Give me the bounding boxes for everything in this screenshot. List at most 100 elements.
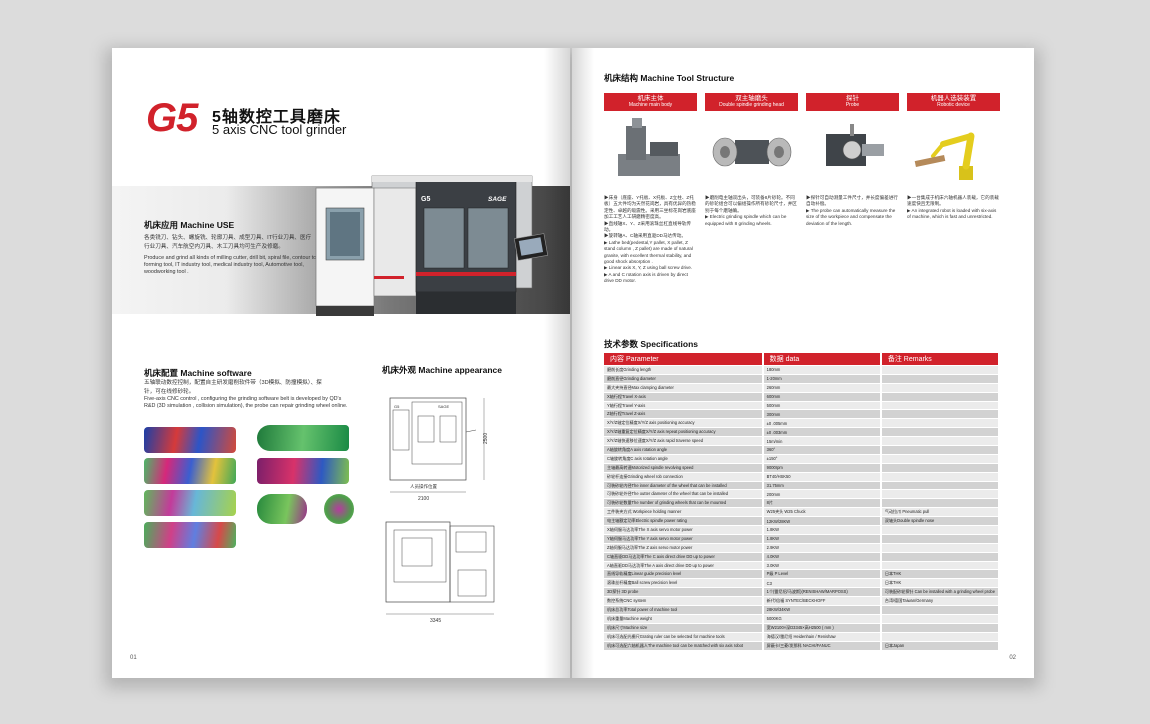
main-body-desc: ▶床身（底座、Y托板、X托板、Z立柱、Z托板）五大件均为天然花岗岩，具有优异的热…: [604, 195, 696, 284]
spec-cell-parameter: C轴旋转角度C axis rotation angle: [604, 454, 764, 463]
spec-cell-remarks: [881, 463, 1000, 472]
robot-desc: ▶一台集成于机床六轴机器人装载，它的装载速度快且无限制。 ▶ An integr…: [907, 195, 999, 220]
spec-cell-remarks: [881, 526, 1000, 534]
structure-probe: 探针 Probe ▶探针可自动测量工件尺寸，并长度偏差进行自动补偿。 ▶ The…: [806, 93, 899, 227]
spec-cell-parameter: 机床重量Machine weight: [604, 614, 764, 623]
product-title-en: 5 axis CNC tool grinder: [212, 122, 347, 137]
spec-cell-parameter: X轴伺服马达功率The X axis servo motor power: [604, 526, 764, 534]
spec-row: A轴直驱DD马达功率The A axis direct drive DD up …: [604, 561, 1000, 570]
spec-row: C轴直驱DD马达功率The C axis direct drive DD up …: [604, 552, 1000, 561]
spec-cell-parameter: 机床总功率Total power of machine tool: [604, 606, 764, 614]
machine-brand: SAGE: [488, 196, 507, 203]
spec-cell-remarks: [881, 472, 1000, 481]
spec-cell-data: 28KW/34KW: [763, 606, 882, 614]
tool-render-6: [257, 494, 307, 524]
spec-cell-remarks: 日本THK: [881, 570, 1000, 579]
spec-cell-parameter: 机床尺寸Machine size: [604, 623, 764, 632]
spec-cell-data: BT40/HSK50: [763, 472, 882, 481]
spec-row: 可装砂轮内径The inner diameter of the wheel th…: [604, 481, 1000, 490]
spec-cell-remarks: 可装配砂轮探针 Can be installed with a grinding…: [881, 588, 1000, 597]
spec-cell-remarks: [881, 614, 1000, 623]
spec-cell-data: 300mm: [763, 410, 882, 419]
spec-cell-parameter: 数控系统CNC system: [604, 597, 764, 606]
spec-cell-remarks: [881, 561, 1000, 570]
machine-badge: G5: [421, 196, 430, 203]
spec-cell-data: 15m/min: [763, 437, 882, 446]
spec-row: X/Y/Z轴快速移位速度X/Y/Z axis rapid traverse sp…: [604, 437, 1000, 446]
spec-cell-remarks: [881, 490, 1000, 499]
spec-cell-parameter: 磨削直径Grinding diameter: [604, 374, 764, 383]
spec-row: 机床可选配光栅尺Grating ruler can be selected fo…: [604, 632, 1000, 641]
spec-cell-remarks: [881, 410, 1000, 419]
spec-cell-data: 600mm: [763, 392, 882, 401]
structure-title-cn: 探针: [846, 95, 859, 102]
spec-cell-remarks: [881, 543, 1000, 552]
spec-cell-remarks: [881, 446, 1000, 454]
spec-cell-data: 1-20mm: [763, 374, 882, 383]
left-page: G5 5轴数控工具磨床 5 axis CNC tool grinder 机床应用…: [112, 48, 570, 678]
spec-cell-data: 海德汉/雷尼绍 Heidenhain / Renishaw: [763, 632, 882, 641]
spec-cell-data: 新代/倍福 SYNTEC/BECKHOFF: [763, 597, 882, 606]
operator-label: 人员操作位置: [410, 483, 437, 490]
spec-cell-remarks: 双轴头Double spindle nose: [881, 517, 1000, 526]
spec-row: 可装砂轮外径The outter diameter of the wheel t…: [604, 490, 1000, 499]
spec-cell-data: 3.0KW: [763, 561, 882, 570]
tool-render-5: [144, 490, 236, 516]
spec-cell-parameter: 3D探针 3D probe: [604, 588, 764, 597]
tool-render-2: [257, 425, 349, 451]
spec-cell-parameter: Y轴伺服马达功率The Y axis servo motor power: [604, 534, 764, 543]
spec-cell-remarks: [881, 419, 1000, 428]
spec-cell-data: 31.75mm: [763, 481, 882, 490]
tool-render-8: [144, 522, 236, 548]
drawing-brand: SAGE: [438, 404, 449, 409]
product-title-cn: 5轴数控工具磨床: [212, 109, 341, 126]
spec-cell-parameter: 磨削长度Grinding length: [604, 366, 764, 374]
structure-header: 机床主体 Machine main body: [604, 93, 697, 111]
spine-shadow-left: [544, 48, 570, 678]
spec-cell-data: ±0 .003mm: [763, 428, 882, 437]
structure-header: 机器人选装装置 Robotic device: [907, 93, 1000, 111]
robot-image: [907, 114, 1000, 186]
spec-cell-parameter: 砂轮杆连接Grinding wheel rob connection: [604, 472, 764, 481]
spec-cell-remarks: [881, 437, 1000, 446]
spec-cell-data: W25夹头 W25 Chuck: [763, 508, 882, 517]
spec-cell-remarks: 气动拉爪 Pneumatic pull: [881, 508, 1000, 517]
spec-cell-remarks: [881, 632, 1000, 641]
top-view-drawing: 3345: [385, 521, 495, 624]
spec-cell-data: 4.0KW: [763, 552, 882, 561]
drawing-badge: G5: [394, 404, 400, 409]
spec-cell-remarks: [881, 383, 1000, 392]
spec-row: X/Y/Z轴重复定位精度X/Y/Z axis repeat positionin…: [604, 428, 1000, 437]
spec-cell-remarks: [881, 401, 1000, 410]
spec-cell-remarks: [881, 499, 1000, 508]
spec-cell-parameter: X/Y/Z轴快速移位速度X/Y/Z axis rapid traverse sp…: [604, 437, 764, 446]
spec-cell-parameter: 电主轴额定功率Electric spindle power rating: [604, 517, 764, 526]
spec-cell-remarks: 台湾/德国Taiwan/Germany: [881, 597, 1000, 606]
structure-title-cn: 双主轴磨头: [735, 95, 768, 102]
spec-cell-data: ±150°: [763, 454, 882, 463]
spec-row: 可装砂轮数量The number of grinding wheels that…: [604, 499, 1000, 508]
tool-render-4: [257, 458, 349, 484]
front-view-drawing: 2500 2100 人员操作位置 G5 SAGE: [389, 397, 489, 502]
structure-main-body: 机床主体 Machine main body ▶床身（底座、Y托板、X托板、Z立…: [604, 93, 697, 285]
software-cn: 五轴联动数控控制，配置自主研发磨削软件带（3D模拟、防撞模拟）、探针，可在线修砂…: [144, 380, 322, 395]
spec-cell-remarks: [881, 481, 1000, 490]
spec-cell-data: 5000KG: [763, 614, 882, 623]
spec-cell-data: 180mm: [763, 366, 882, 374]
probe-image: [806, 114, 899, 186]
spec-cell-parameter: X轴行程Travel X-axis: [604, 392, 764, 401]
